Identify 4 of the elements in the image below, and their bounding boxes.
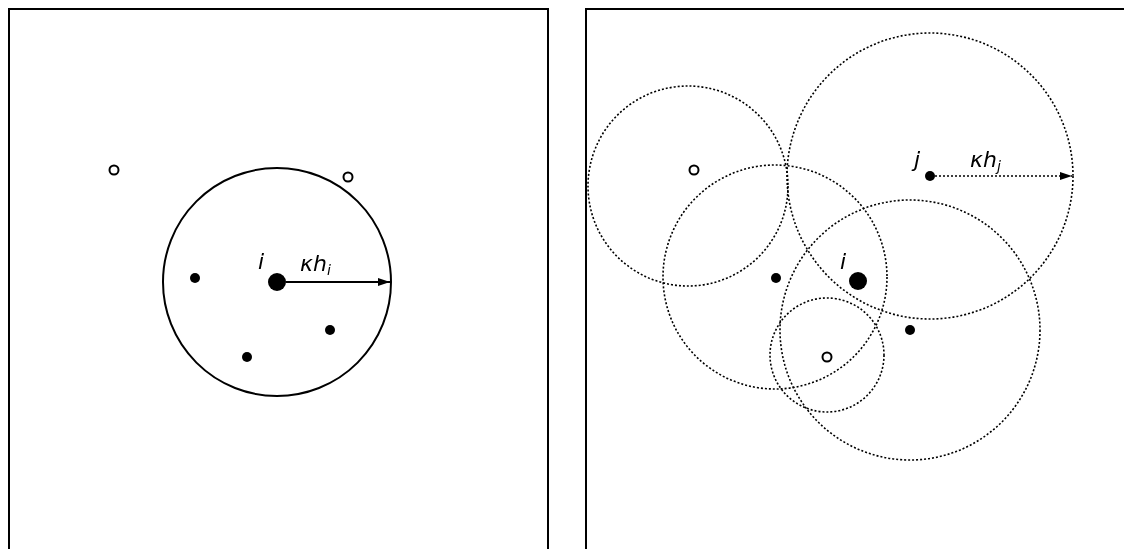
particle-label: i	[258, 250, 265, 274]
particle-label: i	[840, 250, 847, 274]
smoothing-length-label: κh$_{j}$	[970, 148, 1001, 176]
smoothing-length-label: κh$_{i}$	[300, 252, 331, 280]
